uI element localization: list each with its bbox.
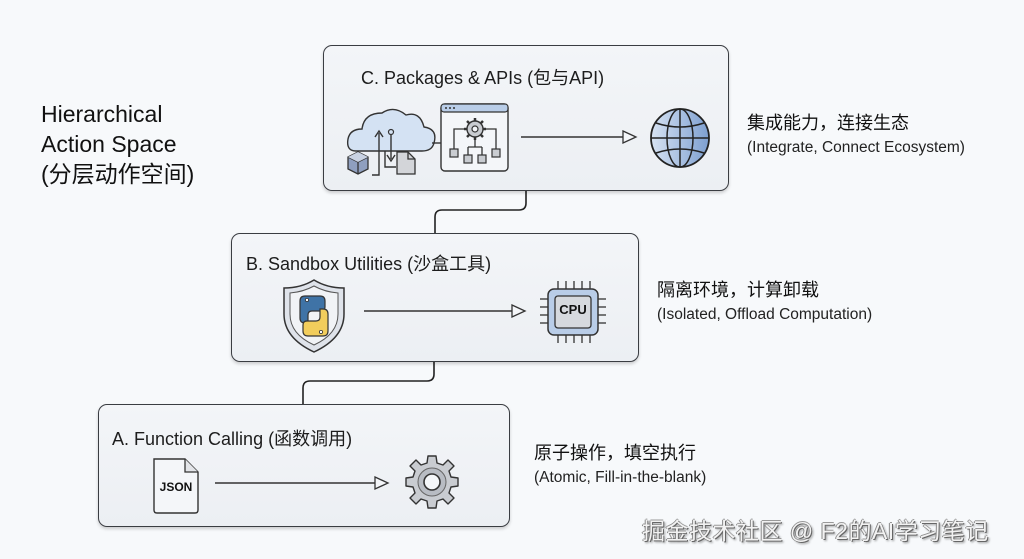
cpu-label: CPU <box>559 302 587 317</box>
layer-c-packages-apis: C. Packages & APIs (包与API) <box>323 45 729 191</box>
json-label: JSON <box>159 480 193 494</box>
json-file-icon: JSON <box>151 457 201 515</box>
title-line-3: (分层动作空间) <box>41 161 195 187</box>
cube-icon <box>347 151 369 175</box>
title-line-2: Action Space <box>41 131 177 157</box>
layer-a-desc-zh: 原子操作，填空执行 <box>534 443 696 463</box>
cloud-icon <box>346 108 444 176</box>
python-shield-icon <box>283 279 345 353</box>
document-icon <box>396 151 416 175</box>
layer-a-label: A. Function Calling (函数调用) <box>112 429 353 449</box>
layer-b-label: B. Sandbox Utilities (沙盒工具) <box>246 254 492 274</box>
diagram-title: Hierarchical Action Space (分层动作空间) <box>41 99 194 189</box>
api-gear-window-icon <box>440 103 509 172</box>
layer-c-desc-zh: 集成能力，连接生态 <box>747 113 909 133</box>
layer-b-desc-en: (Isolated, Offload Computation) <box>657 306 873 323</box>
connector-c-to-b <box>434 191 527 233</box>
layer-c-description: 集成能力，连接生态 (Integrate, Connect Ecosystem) <box>747 110 965 160</box>
layer-b-desc-zh: 隔离环境，计算卸载 <box>657 280 819 300</box>
watermark: 掘金技术社区 @ F2的AI学习笔记 <box>642 518 989 544</box>
cpu-chip-icon: CPU <box>538 279 608 345</box>
title-line-1: Hierarchical <box>41 101 163 127</box>
layer-a-desc-en: (Atomic, Fill-in-the-blank) <box>534 469 707 486</box>
connector-b-to-a <box>302 362 435 404</box>
layer-b-description: 隔离环境，计算卸载 (Isolated, Offload Computation… <box>657 277 872 327</box>
layer-a-function-calling: A. Function Calling (函数调用) JSON <box>98 404 510 527</box>
layer-b-sandbox-utilities: B. Sandbox Utilities (沙盒工具) CPU <box>231 233 639 362</box>
arrow-right-icon <box>521 129 638 145</box>
layer-c-label: C. Packages & APIs (包与API) <box>361 68 605 88</box>
layer-a-description: 原子操作，填空执行 (Atomic, Fill-in-the-blank) <box>534 440 706 490</box>
arrow-right-icon <box>364 303 527 319</box>
globe-icon <box>650 108 710 168</box>
layer-c-desc-en: (Integrate, Connect Ecosystem) <box>747 139 965 156</box>
gear-icon <box>405 455 459 509</box>
arrow-right-icon <box>215 475 390 491</box>
